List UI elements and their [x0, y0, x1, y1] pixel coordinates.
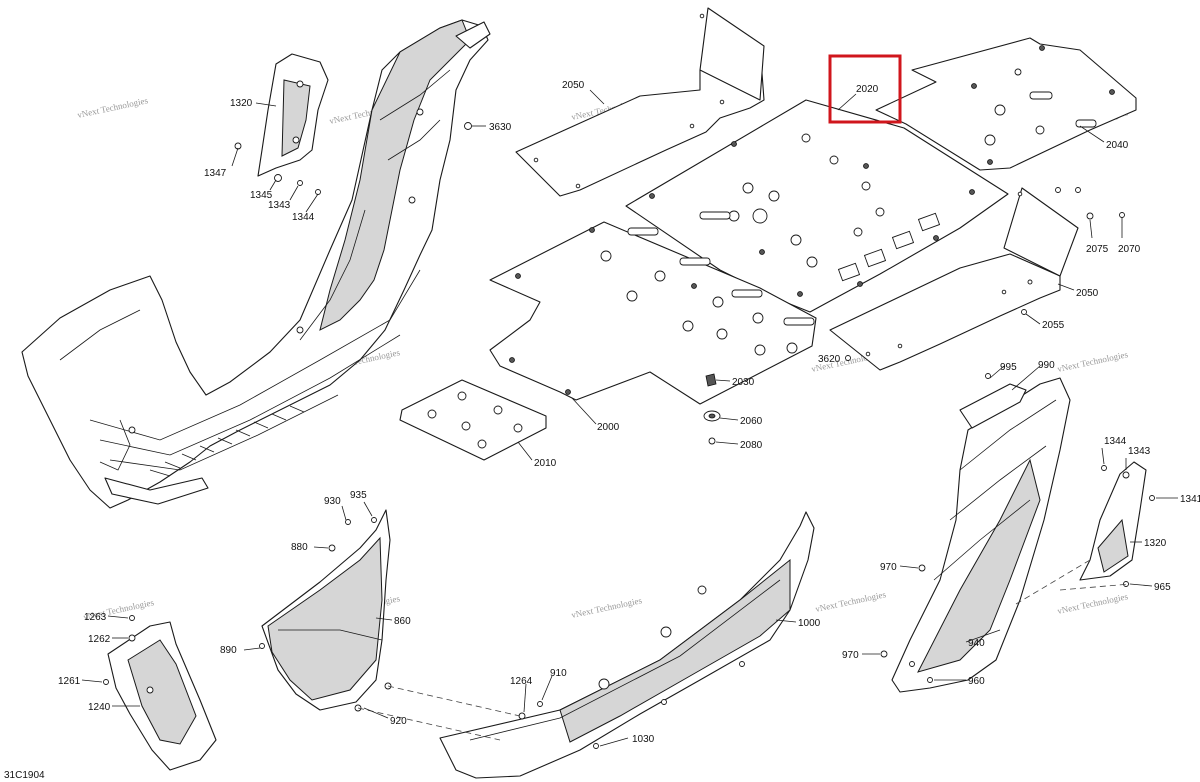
callout-1343: 1343	[268, 200, 291, 211]
callout-2040: 2040	[1106, 140, 1129, 151]
callout-1344: 1344	[292, 212, 315, 223]
callout-860: 860	[394, 616, 411, 627]
callout-1320: 1320	[1144, 538, 1167, 549]
callout-labels: 3630 1320 1347 1345 1343 1344 2050 2020 …	[58, 80, 1200, 745]
front-lower-bracket-1240	[103, 615, 217, 771]
watermark-text: vNext Technologies	[814, 589, 887, 614]
leader-lines	[81, 89, 1178, 747]
callout-2060: 2060	[740, 416, 763, 427]
callout-970: 970	[842, 650, 859, 661]
floor-plate-2040	[875, 37, 1137, 171]
callout-965: 965	[1154, 582, 1171, 593]
callout-2050: 2050	[1076, 288, 1099, 299]
floor-plate-2010	[399, 379, 547, 461]
callout-1344: 1344	[1104, 436, 1127, 447]
callout-3630: 3630	[489, 122, 512, 133]
right-trim-panel-1320	[1079, 461, 1155, 587]
callout-2030: 2030	[732, 377, 755, 388]
callout-1030: 1030	[632, 734, 655, 745]
callout-1343: 1343	[1128, 446, 1151, 457]
callout-1345: 1345	[250, 190, 273, 201]
watermark-text: vNext Technologies	[76, 95, 149, 120]
callout-1341: 1341	[1180, 494, 1200, 505]
callout-2080: 2080	[740, 440, 763, 451]
callout-2055: 2055	[1042, 320, 1065, 331]
center-fasteners	[703, 373, 721, 445]
callout-1263: 1263	[84, 612, 107, 623]
callout-1347: 1347	[204, 168, 227, 179]
callout-1000: 1000	[798, 618, 821, 629]
right-fasteners	[845, 187, 1125, 361]
callout-935: 935	[350, 490, 367, 501]
callout-2010: 2010	[534, 458, 557, 469]
right-rocker-panel-940	[880, 373, 1071, 693]
callout-2075: 2075	[1086, 244, 1109, 255]
assembly-lines	[357, 559, 1131, 741]
callout-3620: 3620	[818, 354, 841, 365]
callout-990: 990	[1038, 360, 1055, 371]
floor-plate-2000	[489, 221, 817, 405]
left-upper-trim-panel	[257, 53, 329, 177]
floor-plate-2050-right	[829, 187, 1079, 371]
watermark-text: vNext Technologies	[1056, 591, 1129, 616]
callout-2070: 2070	[1118, 244, 1141, 255]
callout-1240: 1240	[88, 702, 111, 713]
watermark-text: vNext Technologies	[1056, 349, 1129, 374]
highlight-box	[828, 54, 902, 124]
callout-1320: 1320	[230, 98, 253, 109]
floor-plate-center	[625, 99, 1009, 313]
callout-910: 910	[550, 668, 567, 679]
callout-2020: 2020	[856, 84, 879, 95]
callout-1264: 1264	[510, 676, 533, 687]
callout-970: 970	[880, 562, 897, 573]
callout-1262: 1262	[88, 634, 111, 645]
callout-930: 930	[324, 496, 341, 507]
document-id: 31C1904	[4, 770, 45, 781]
callout-890: 890	[220, 645, 237, 656]
callout-2050: 2050	[562, 80, 585, 91]
callout-2000: 2000	[597, 422, 620, 433]
lower-rocker-panel-1000	[439, 511, 815, 779]
front-lower-panel-860	[259, 509, 392, 712]
callout-920: 920	[390, 716, 407, 727]
callout-1261: 1261	[58, 676, 81, 687]
callout-960: 960	[968, 676, 985, 687]
callout-940: 940	[968, 638, 985, 649]
floor-plate-2050-left	[515, 7, 765, 197]
watermark-text: vNext Technologies	[570, 595, 643, 620]
callout-880: 880	[291, 542, 308, 553]
left-side-panel	[21, 19, 491, 509]
callout-995: 995	[1000, 362, 1017, 373]
